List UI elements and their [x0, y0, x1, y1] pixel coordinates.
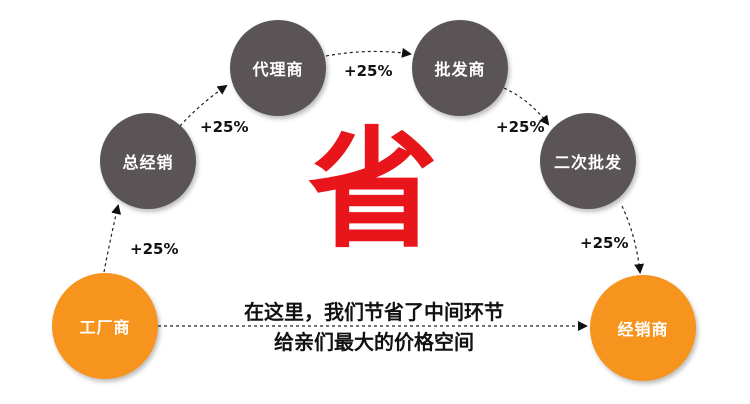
markup-label-2: +25% — [200, 118, 249, 136]
node-agent: 代理商 — [230, 20, 326, 116]
node-factory: 工厂商 — [52, 273, 158, 379]
node-general-distributor: 总经销 — [100, 113, 196, 209]
node-secondary-wholesale: 二次批发 — [540, 113, 636, 209]
connector-general-to-agent — [179, 84, 228, 127]
node-wholesaler-label: 批发商 — [434, 60, 486, 79]
node-agent-label: 代理商 — [252, 60, 304, 79]
markup-label-1: +25% — [130, 240, 179, 258]
node-general-distributor-label: 总经销 — [122, 153, 174, 172]
node-dealer: 经销商 — [590, 275, 696, 381]
slogan-line-2: 给亲们最大的价格空间 — [274, 330, 474, 354]
markup-label-5: +25% — [580, 234, 629, 252]
node-dealer-label: 经销商 — [617, 320, 669, 339]
connector-agent-to-wholesaler — [325, 47, 412, 58]
connector-factory-to-general — [103, 204, 122, 273]
node-factory-label: 工厂商 — [79, 318, 131, 337]
slogan-line-1: 在这里，我们节省了中间环节 — [244, 300, 504, 324]
markup-label-3: +25% — [344, 62, 393, 80]
save-character: 省 — [307, 114, 438, 266]
connector-second-to-dealer — [621, 205, 645, 274]
node-secondary-wholesale-label: 二次批发 — [553, 153, 622, 172]
markup-label-4: +25% — [496, 118, 545, 136]
node-wholesaler: 批发商 — [412, 20, 508, 116]
